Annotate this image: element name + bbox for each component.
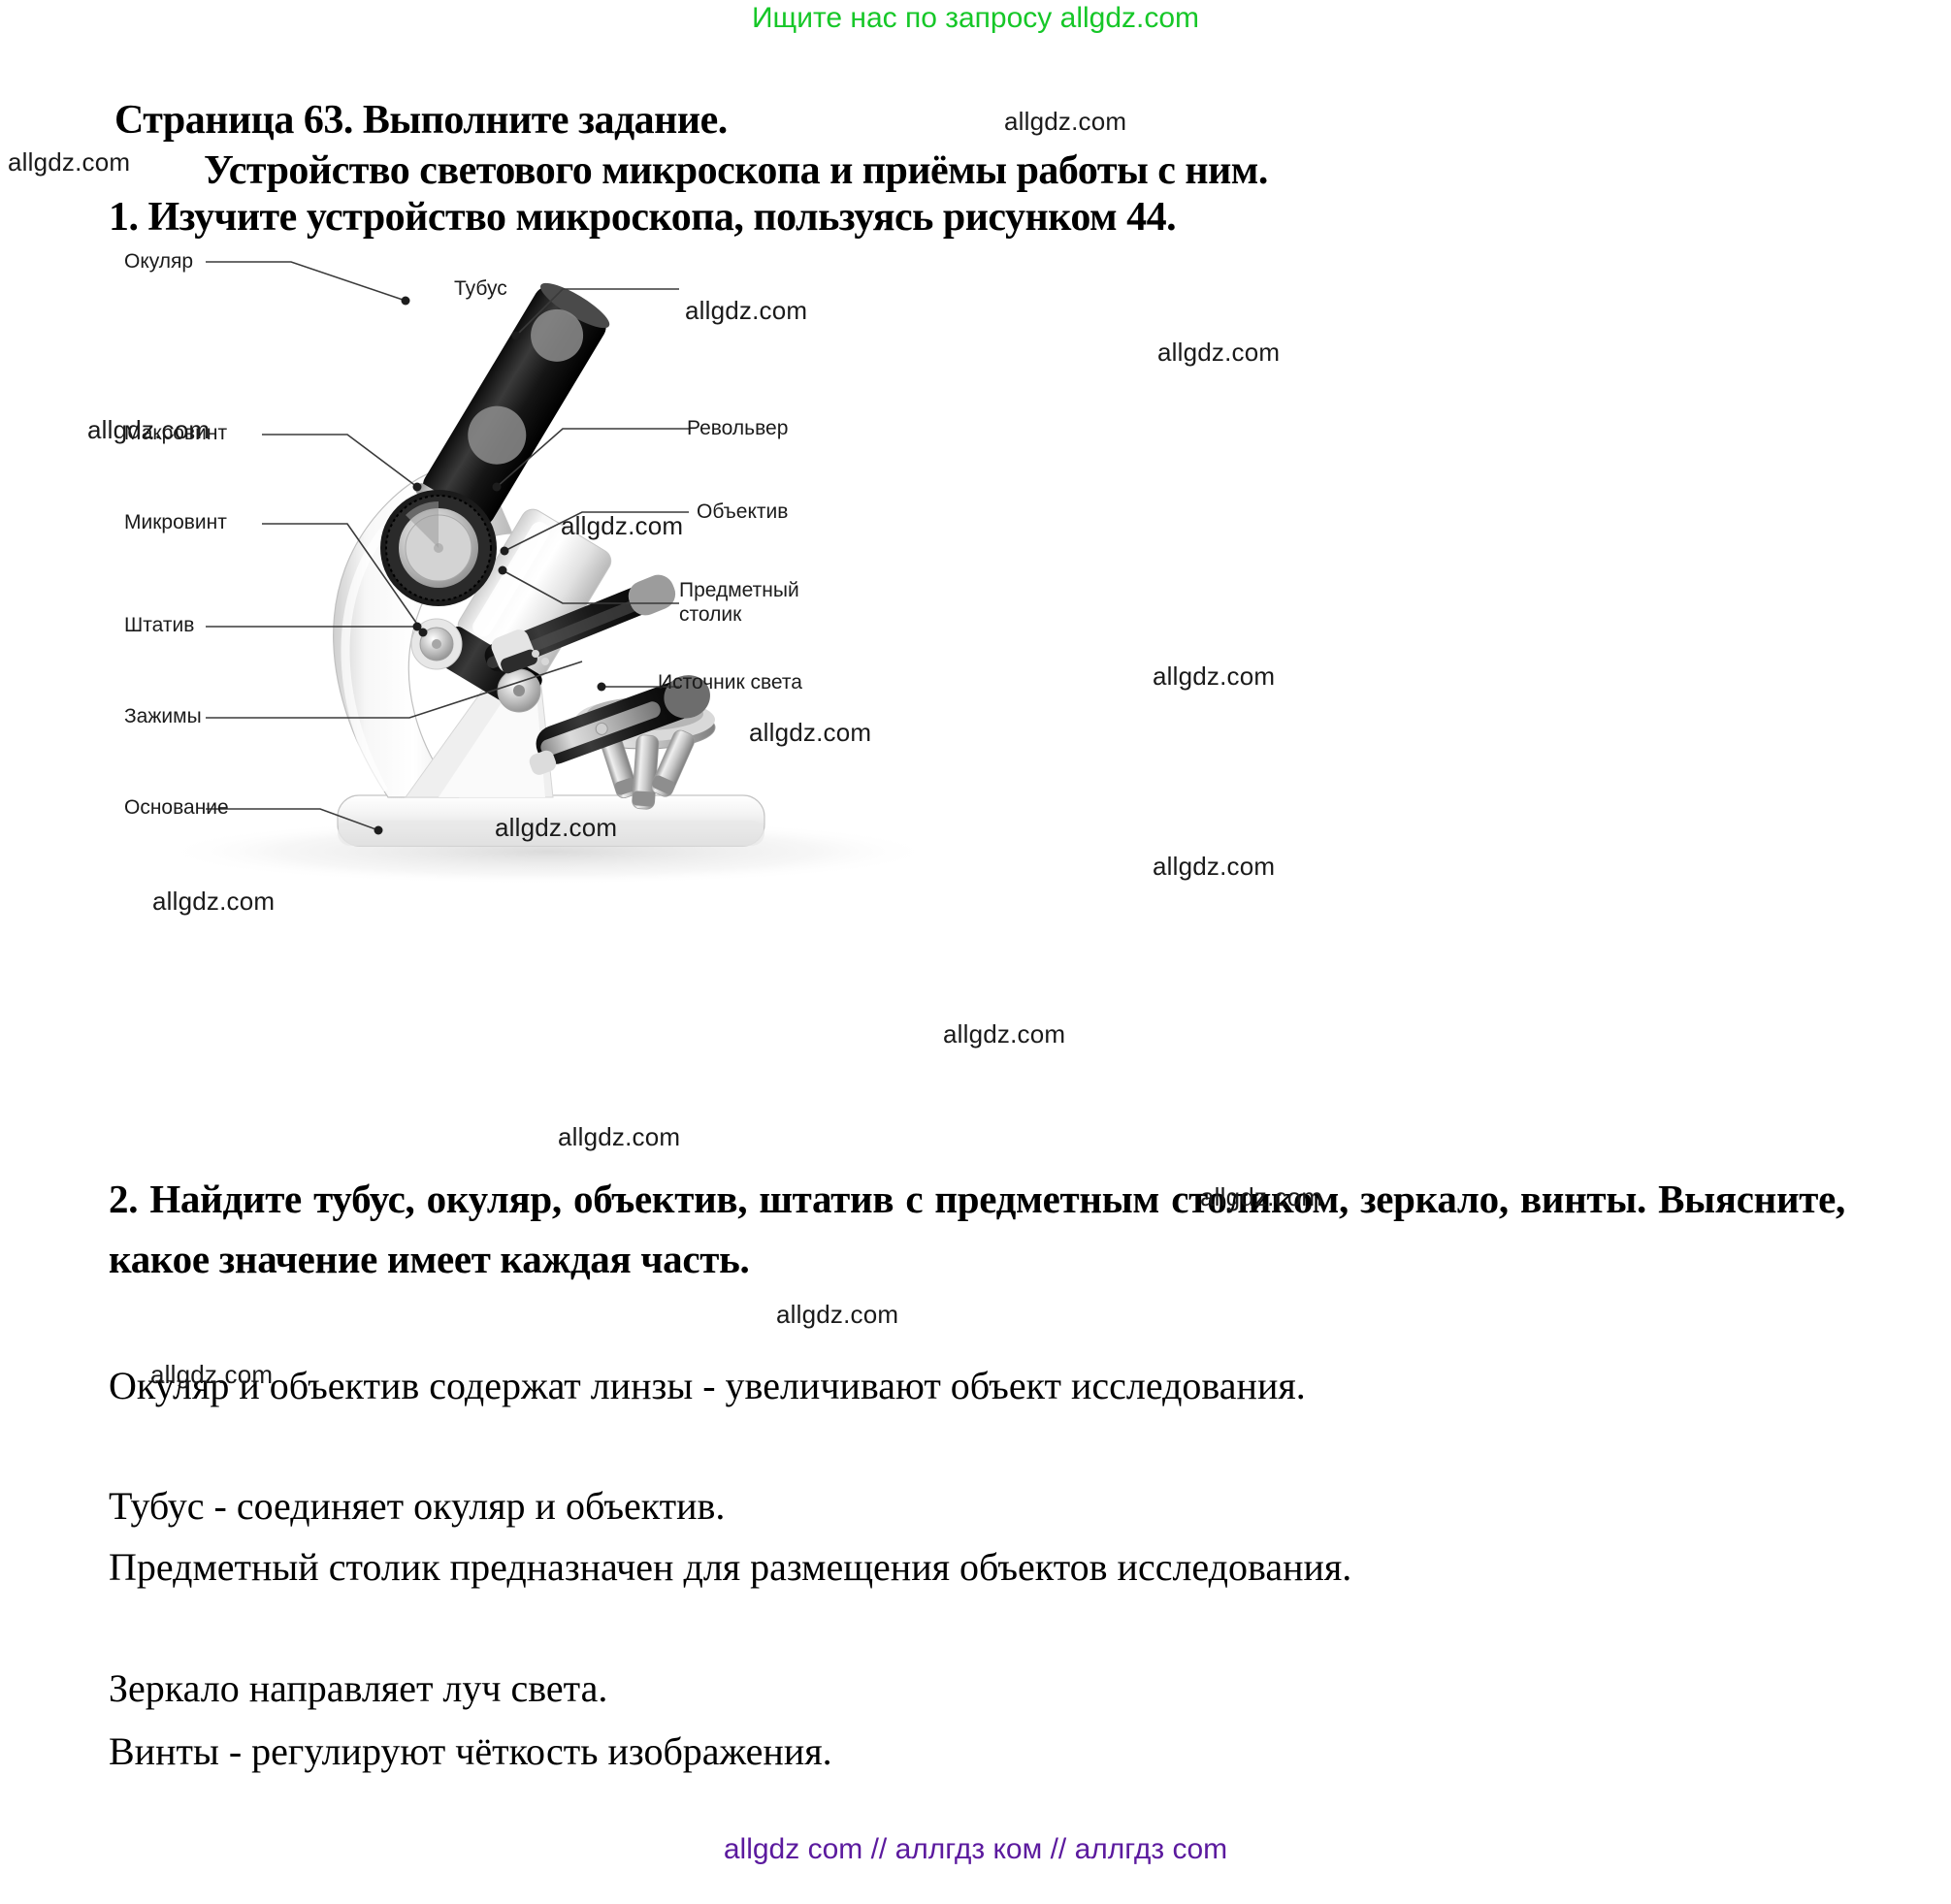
watermark-wm-14: allgdz.com: [1200, 1182, 1323, 1211]
lesson-subtitle: Устройство светового микроскопа и приёмы…: [204, 148, 1268, 193]
watermark-wm-9: allgdz.com: [495, 813, 618, 842]
answer-mirror: Зеркало направляет луч света.: [109, 1666, 608, 1710]
watermark-wm-3: allgdz.com: [1157, 338, 1281, 367]
watermark-wm-4: allgdz.com: [685, 296, 808, 325]
figure-label-macro-screw: Макровинт: [124, 422, 228, 444]
figure-label-revolver: Револьвер: [687, 417, 789, 439]
answer-screws: Винты - регулируют чёткость изображения.: [109, 1729, 832, 1773]
site-footer: allgdz com // аллгдз ком // аллгдз com: [723, 1833, 1228, 1865]
watermark-wm-1: allgdz.com: [8, 147, 131, 177]
figure-label-base: Основание: [124, 796, 229, 819]
answer-stage: Предметный столик предназначен для разме…: [109, 1545, 1352, 1589]
watermark-wm-11: allgdz.com: [152, 887, 276, 916]
clamps-pivot: [497, 668, 541, 713]
answer-eyepiece-objective: Окуляр и объектив содержат линзы - увели…: [109, 1364, 1306, 1407]
page-title: Страница 63. Выполните задание.: [114, 98, 728, 143]
micro-screw-knob: [410, 618, 463, 670]
watermark-wm-2: allgdz.com: [1004, 107, 1127, 136]
figure-label-eyepiece: Окуляр: [124, 250, 194, 273]
watermark-wm-16: allgdz.com: [150, 1360, 274, 1389]
watermark-wm-10: allgdz.com: [1153, 852, 1276, 881]
figure-label-light-source: Источник света: [658, 671, 802, 694]
figure-label-stand: Штатив: [124, 614, 195, 636]
leader-dots-left: [374, 296, 428, 835]
stage-clips: [501, 649, 549, 674]
watermark-wm-13: allgdz.com: [558, 1122, 681, 1151]
watermark-wm-5: allgdz.com: [87, 415, 211, 444]
watermark-wm-6: allgdz.com: [561, 511, 684, 540]
figure-label-clamps: Зажимы: [124, 705, 202, 727]
task-1-heading: 1. Изучите устройство микроскопа, пользу…: [109, 195, 1177, 240]
watermark-wm-12: allgdz.com: [943, 1019, 1066, 1049]
macro-screw-knob: [380, 490, 497, 606]
watermark-wm-7: allgdz.com: [1153, 662, 1276, 691]
microscope-diagram: Окуляр Макровинт Микровинт Штатив Зажимы…: [97, 242, 1067, 921]
figure-label-objective: Объектив: [697, 500, 789, 523]
leader-dots-right: [492, 331, 606, 692]
microscope-illustration: [160, 261, 936, 885]
watermark-wm-15: allgdz.com: [776, 1300, 899, 1329]
figure-label-tube: Тубус: [454, 277, 507, 300]
answer-tube: Тубус - соединяет окуляр и объектив.: [109, 1484, 726, 1528]
site-promo-banner: Ищите нас по запросу allgdz.com: [751, 2, 1200, 34]
leader-lines-right: [496, 288, 689, 688]
leader-lines-left: [206, 261, 583, 831]
light-source-mirror: [529, 675, 710, 775]
figure-label-stage: Предметный столик: [679, 579, 799, 626]
figure-label-micro-screw: Микровинт: [124, 511, 227, 533]
microscope-objectives: [600, 729, 696, 810]
microscope-base: [337, 794, 765, 847]
watermark-wm-8: allgdz.com: [749, 718, 872, 747]
task-2-heading: 2. Найдите тубус, окуляр, объектив, штат…: [109, 1177, 1845, 1281]
